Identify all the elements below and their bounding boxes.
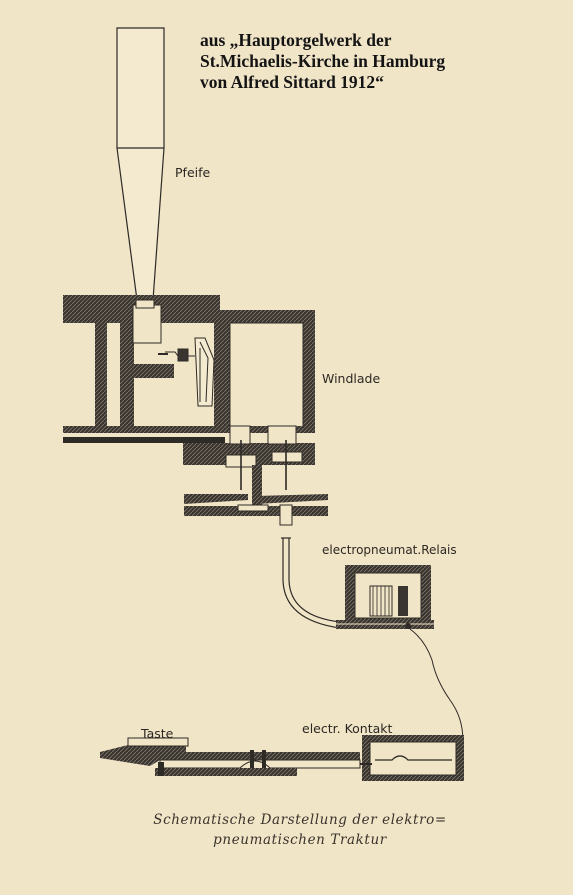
label-taste: Taste — [141, 726, 174, 741]
wind-tube — [281, 537, 341, 629]
electropneumatic-relay — [336, 565, 434, 629]
windchest — [63, 295, 315, 443]
organ-pipe — [116, 27, 165, 305]
diagram-caption-line-2: pneumatischen Traktur — [213, 832, 387, 848]
source-caption-line-1: aus „Hauptorgelwerk der — [200, 30, 392, 50]
diagram-caption-line-1: Schematische Darstellung der elektro= — [153, 812, 447, 828]
source-caption-line-3: von Alfred Sittard 1912“ — [200, 72, 384, 92]
label-kontakt: electr. Kontakt — [302, 721, 393, 736]
source-caption-line-2: St.Michaelis-Kirche in Hamburg — [200, 51, 446, 71]
electric-wire — [409, 628, 464, 751]
label-pfeife: Pfeife — [175, 165, 211, 180]
label-relais: electropneumat.Relais — [322, 543, 457, 557]
valve-block — [183, 425, 328, 526]
key-action — [100, 735, 464, 781]
label-windlade: Windlade — [322, 371, 381, 386]
source-caption: aus „Hauptorgelwerk der St.Michaelis-Kir… — [200, 30, 560, 93]
